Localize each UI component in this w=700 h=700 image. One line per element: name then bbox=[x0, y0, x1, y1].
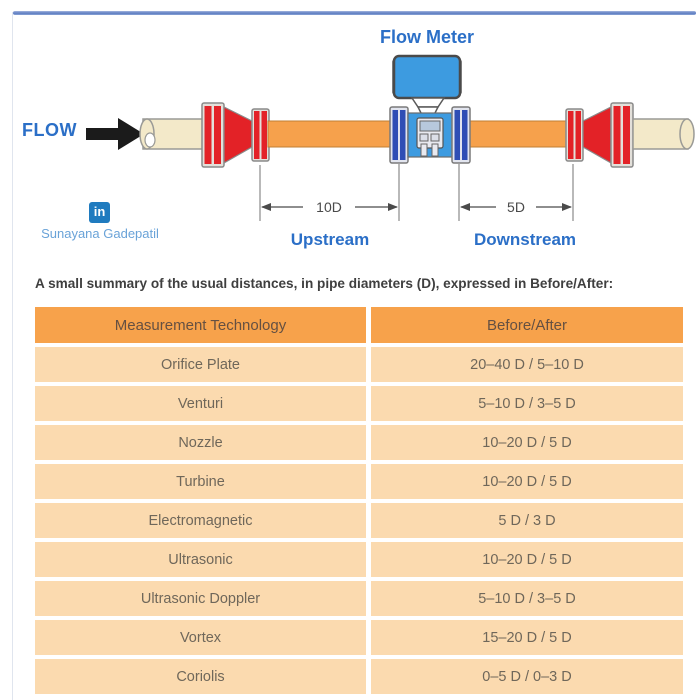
value-cell: 5–10 D / 3–5 D bbox=[371, 386, 683, 421]
tech-cell: Nozzle bbox=[35, 425, 366, 460]
tech-cell: Vortex bbox=[35, 620, 366, 655]
flow-meter-label: Flow Meter bbox=[379, 27, 474, 47]
table-row: Nozzle 10–20 D / 5 D bbox=[35, 425, 683, 460]
upstream-label: Upstream bbox=[290, 230, 370, 249]
upstream-dimension: 10D bbox=[316, 199, 342, 215]
table-row: Electromagnetic 5 D / 3 D bbox=[35, 503, 683, 538]
table-header-row: Measurement Technology Before/After bbox=[35, 307, 683, 343]
table-row: Vortex 15–20 D / 5 D bbox=[35, 620, 683, 655]
table-row: Coriolis 0–5 D / 0–3 D bbox=[35, 659, 683, 694]
tech-cell: Ultrasonic Doppler bbox=[35, 581, 366, 616]
table-row: Ultrasonic Doppler 5–10 D / 3–5 D bbox=[35, 581, 683, 616]
value-cell: 10–20 D / 5 D bbox=[371, 464, 683, 499]
value-cell: 15–20 D / 5 D bbox=[371, 620, 683, 655]
value-cell: 5 D / 3 D bbox=[371, 503, 683, 538]
table-row: Orifice Plate 20–40 D / 5–10 D bbox=[35, 347, 683, 382]
header-measurement-technology: Measurement Technology bbox=[35, 307, 366, 343]
value-cell: 10–20 D / 5 D bbox=[371, 542, 683, 577]
flow-meter-diagram bbox=[86, 54, 695, 221]
flow-label: FLOW bbox=[22, 120, 77, 140]
attribution-name[interactable]: Sunayana Gadepatil bbox=[41, 226, 159, 241]
value-cell: 0–5 D / 0–3 D bbox=[371, 659, 683, 694]
left-rule bbox=[12, 12, 13, 700]
tech-cell: Coriolis bbox=[35, 659, 366, 694]
value-cell: 20–40 D / 5–10 D bbox=[371, 347, 683, 382]
table-row: Ultrasonic 10–20 D / 5 D bbox=[35, 542, 683, 577]
tech-cell: Orifice Plate bbox=[35, 347, 366, 382]
table-row: Turbine 10–20 D / 5 D bbox=[35, 464, 683, 499]
downstream-label: Downstream bbox=[473, 230, 577, 249]
top-rule bbox=[13, 11, 696, 15]
downstream-dimension: 5D bbox=[507, 199, 525, 215]
flow-arrow bbox=[86, 118, 144, 150]
table-caption: A small summary of the usual distances, … bbox=[35, 276, 614, 291]
distances-table: Measurement Technology Before/After Orif… bbox=[35, 307, 683, 698]
value-cell: 5–10 D / 3–5 D bbox=[371, 581, 683, 616]
value-cell: 10–20 D / 5 D bbox=[371, 425, 683, 460]
header-before-after: Before/After bbox=[371, 307, 683, 343]
tech-cell: Electromagnetic bbox=[35, 503, 366, 538]
linkedin-icon[interactable]: in bbox=[89, 202, 110, 223]
tech-cell: Venturi bbox=[35, 386, 366, 421]
tech-cell: Ultrasonic bbox=[35, 542, 366, 577]
tech-cell: Turbine bbox=[35, 464, 366, 499]
table-row: Venturi 5–10 D / 3–5 D bbox=[35, 386, 683, 421]
